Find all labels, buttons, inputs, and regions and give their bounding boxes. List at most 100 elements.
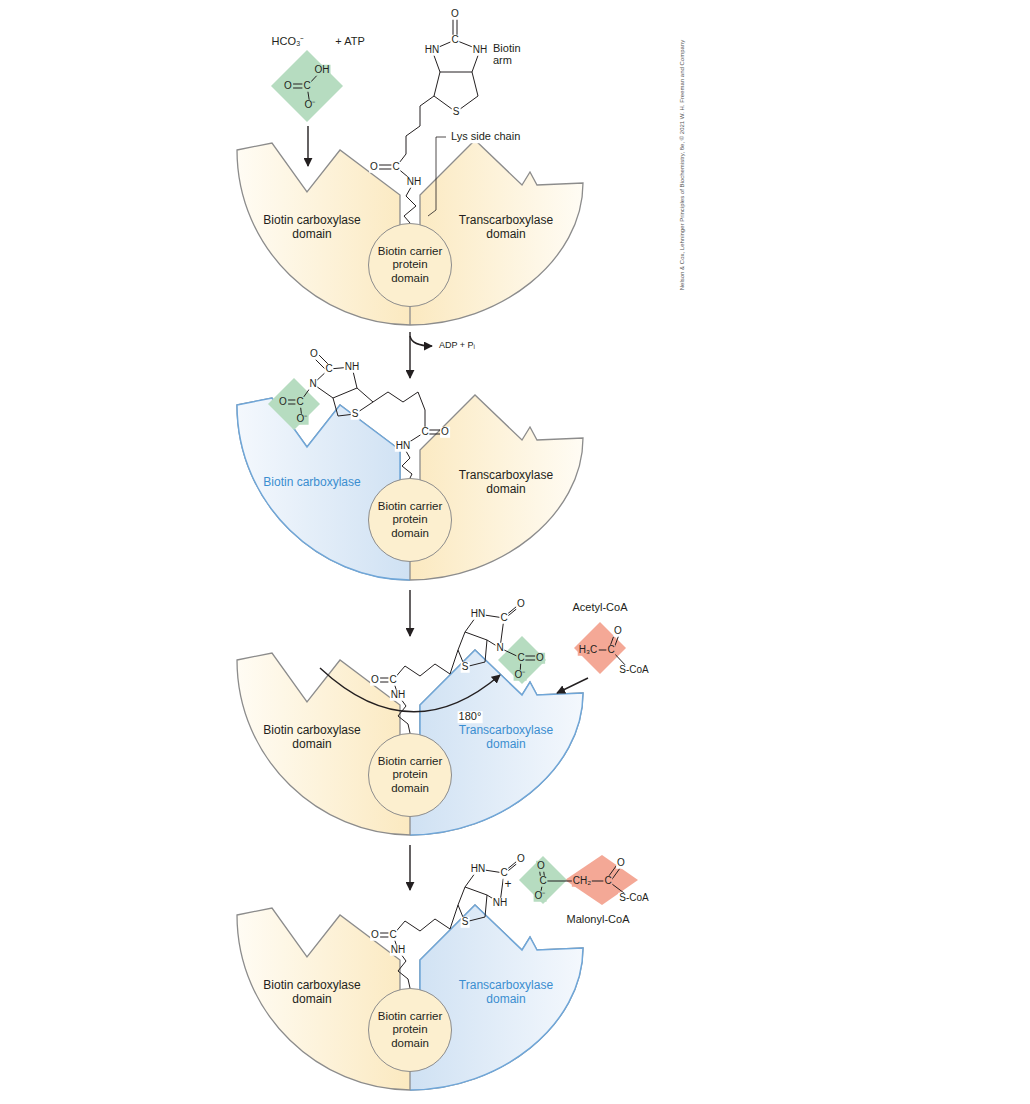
flow-arrow [409,590,410,636]
atom-label: O [516,854,526,865]
atom-label: O [370,675,380,686]
domain-label: Transcarboxylase domain [450,979,562,1007]
domain-label: Biotin carboxylase domain [256,214,368,242]
atom-label: H₃C [578,645,599,656]
atom-label: O [370,930,380,941]
chemical-bonds [374,14,480,223]
atom-label: O⁻ [514,670,527,681]
atom-label: HN [470,864,486,875]
atom-label: NH [406,177,422,188]
chemical-bonds [375,602,522,733]
carboxyl-highlight [519,856,567,904]
domain-label: Biotin carboxylase domain [256,979,368,1007]
chemical-bonds [539,862,628,896]
formula-label: ADP + Pᵢ [438,341,476,350]
atom-label: S [351,409,360,420]
atom-label: NH [472,45,488,56]
atom-label: NH [390,945,406,956]
domain-region: Biotin carboxylase [256,476,368,490]
atom-label: C [295,397,304,408]
part-label: Biotin arm [492,43,538,66]
bracket-line [428,137,446,216]
angle-label: 180° [458,711,483,723]
atom-label: C [499,613,508,624]
atom-label: O⁻ [296,414,309,425]
chemical-bonds [283,352,445,478]
atom-label: C [606,645,615,656]
domain-label: Biotin carrier protein domain [372,755,448,795]
flow-arrow [307,126,308,166]
enzyme-outline [237,650,583,835]
atom-label: NH [344,362,360,373]
atom-label: N [308,379,317,390]
carrier-domain-circle: Biotin carrier protein domain [368,223,452,307]
atom-label: O [516,599,526,610]
domain-region: Biotin carboxylase domain [256,724,368,752]
domain-label: Transcarboxylase domain [450,724,562,752]
flow-arrow [557,678,588,693]
domain-region: Transcarboxylase domain [450,724,562,752]
molecule-name: Malonyl-CoA [566,914,631,926]
domain-label: Biotin carrier protein domain [372,1010,448,1050]
domain-region: Transcarboxylase domain [450,979,562,1007]
domain-region: Transcarboxylase domain [450,214,562,242]
atom-label: O [309,349,319,360]
atom-label: C [516,653,525,664]
atom-label: C [450,35,459,46]
atom-label: HN [395,441,411,452]
atom-label: S [452,107,461,118]
atom-label: C [388,930,397,941]
atom-label: C [302,81,311,92]
atom-label: O⁻ [304,100,317,111]
atom-label: O [535,653,545,664]
atom-label: HN [470,609,486,620]
atom-label: C [420,427,429,438]
domain-region: Transcarboxylase domain [450,469,562,497]
formula-label: HCO₃⁻ [271,36,306,48]
carrier-domain-circle: Biotin carrier protein domain [368,478,452,562]
bicarbonate-highlight [271,50,343,122]
domain-label: Biotin carboxylase domain [256,724,368,752]
atom-label: C [391,162,400,173]
atom-label: C [388,675,397,686]
atom-label: C [603,876,612,887]
flow-arrow [409,845,410,890]
atom-label: NH [390,690,406,701]
atom-label: C [538,876,547,887]
atom-label: S-CoA [618,893,649,904]
domain-region: Biotin carboxylase domain [256,214,368,242]
copyright-note: Nelson & Cox, Lehninger Principles of Bi… [679,39,685,291]
domain-label: Transcarboxylase domain [450,214,562,242]
part-label: Lys side chain [450,131,521,143]
rotation-arrow [320,668,500,712]
atom-label: S-CoA [618,665,649,676]
atom-label: HN [424,45,440,56]
atom-label: N [495,643,504,654]
atom-label: O [536,861,546,872]
enzyme-outline [237,140,583,325]
domain-label: Biotin carrier protein domain [372,245,448,285]
carboxyl-highlight [498,636,546,684]
atom-label: C [324,364,333,375]
flow-arrow [410,336,432,346]
atom-label: CH₂ [572,876,592,887]
atom-label: O⁻ [534,891,547,902]
atom-label: S [461,662,470,673]
domain-label: Biotin carrier protein domain [372,500,448,540]
domain-region: Biotin carboxylase domain [256,979,368,1007]
carrier-domain-circle: Biotin carrier protein domain [368,988,452,1072]
atom-label: O [369,162,379,173]
enzyme-outline [237,905,583,1090]
atom-label: O [440,427,450,438]
formula-label: + ATP [334,36,365,48]
atom-label: OH [314,65,331,76]
atom-label: C [499,868,508,879]
domain-label: Biotin carboxylase [256,476,368,490]
atom-label: NH [492,898,508,909]
atom-label: S [461,917,470,928]
atom-label: O [613,626,623,637]
atom-label: O [616,858,626,869]
